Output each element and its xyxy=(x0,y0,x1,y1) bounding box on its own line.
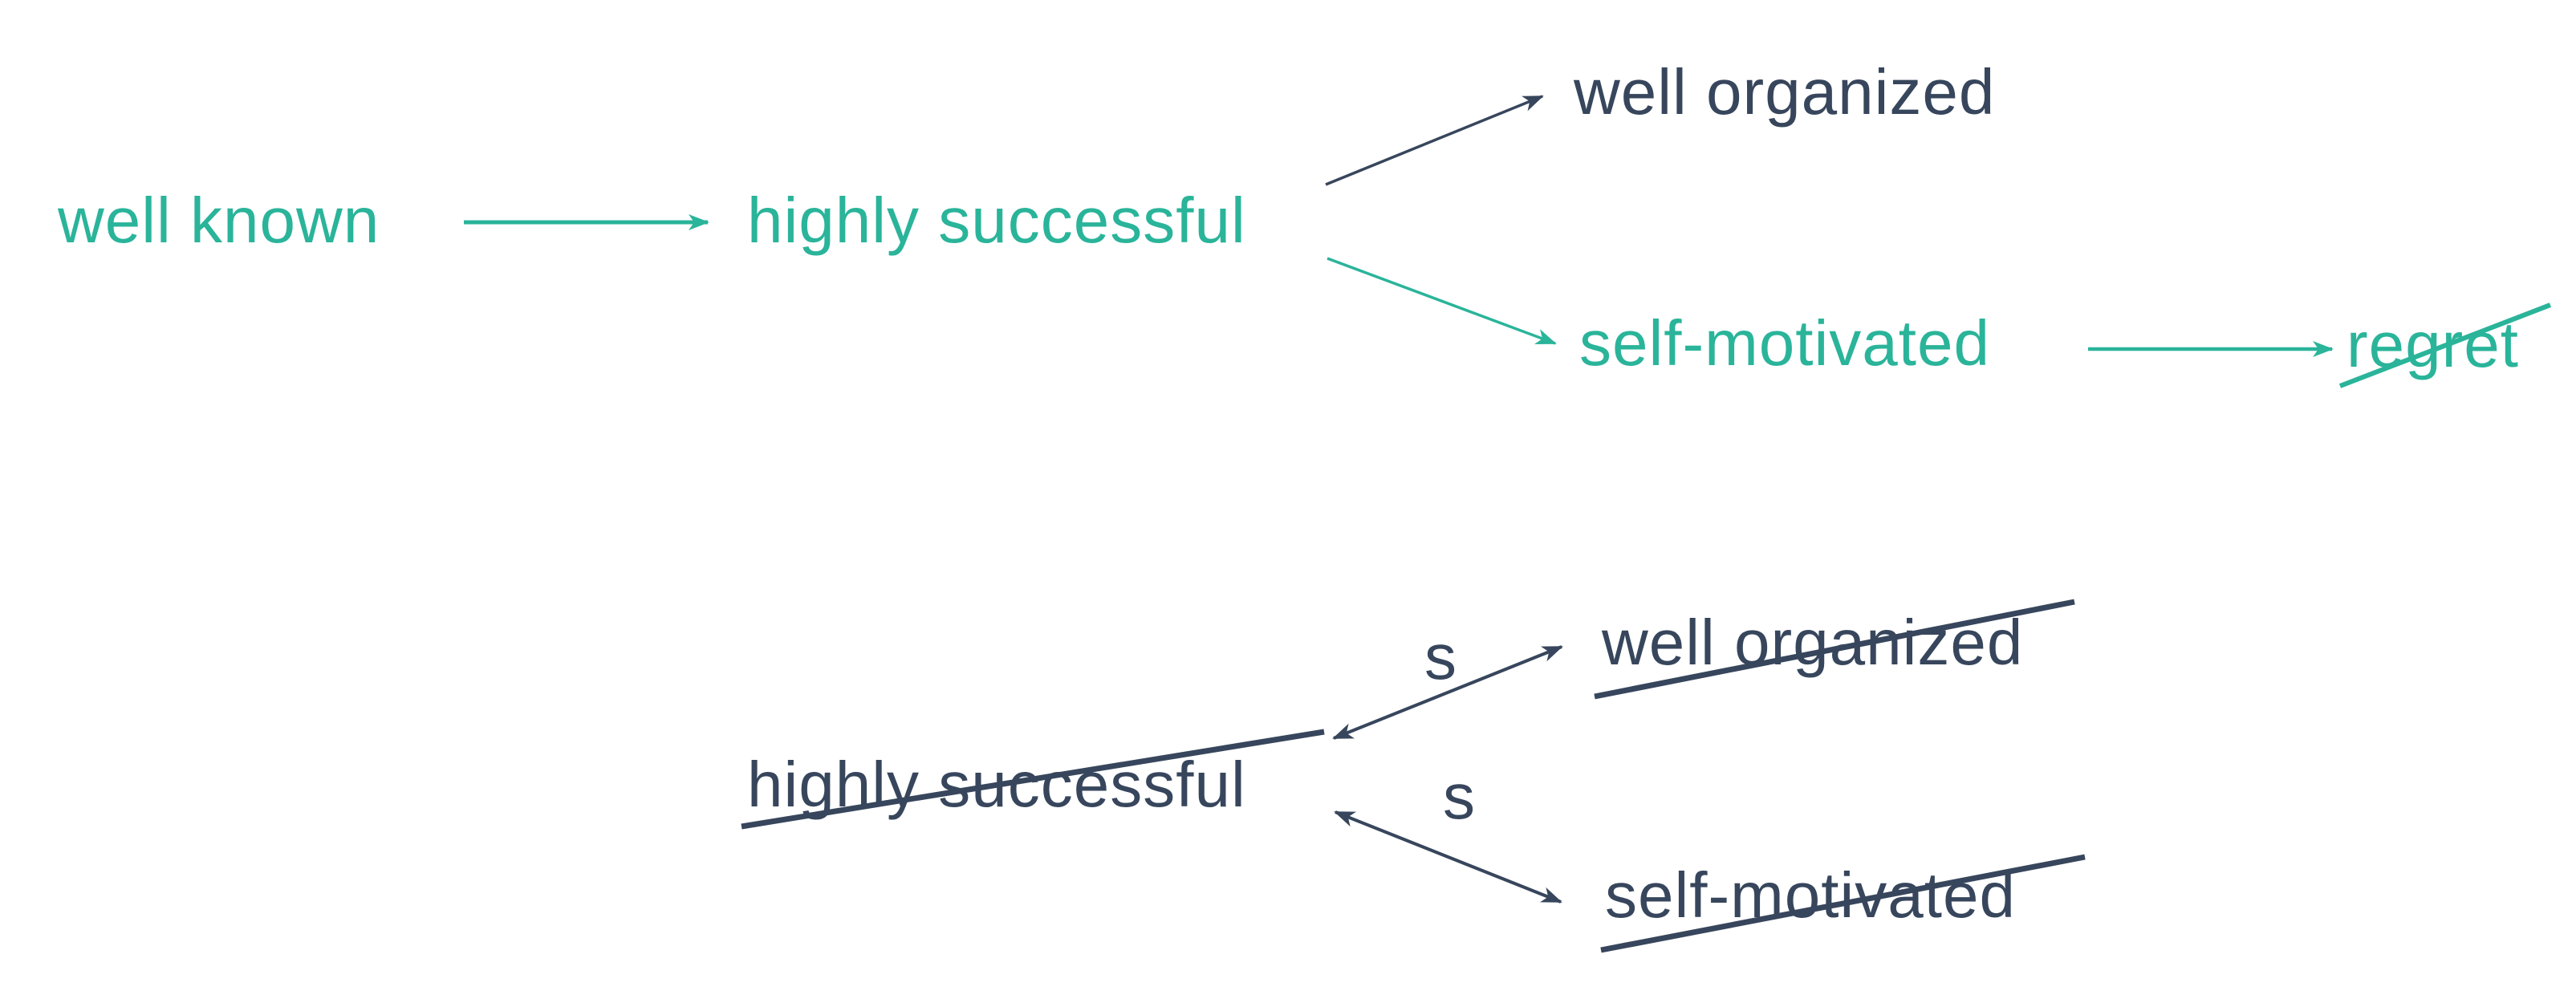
node-highly-successful: highly successful xyxy=(747,185,1246,256)
node-highly-successful-struck: highly successful xyxy=(747,749,1246,820)
node-well-known: well known xyxy=(58,185,380,256)
node-well-organized-struck: well organized xyxy=(1602,607,2024,678)
arrow-highly-successful-to-well-organized xyxy=(1325,95,1544,186)
edge-label-s-upper: s xyxy=(1424,621,1457,692)
edge-label-s-lower: s xyxy=(1443,761,1475,832)
node-well-organized: well organized xyxy=(1574,56,1996,128)
node-self-motivated: self-motivated xyxy=(1579,307,1990,379)
node-regret: regret xyxy=(2346,309,2519,380)
node-self-motivated-struck: self-motivated xyxy=(1605,859,2016,931)
arrow-highly-successful-to-self-motivated xyxy=(1327,257,1557,345)
